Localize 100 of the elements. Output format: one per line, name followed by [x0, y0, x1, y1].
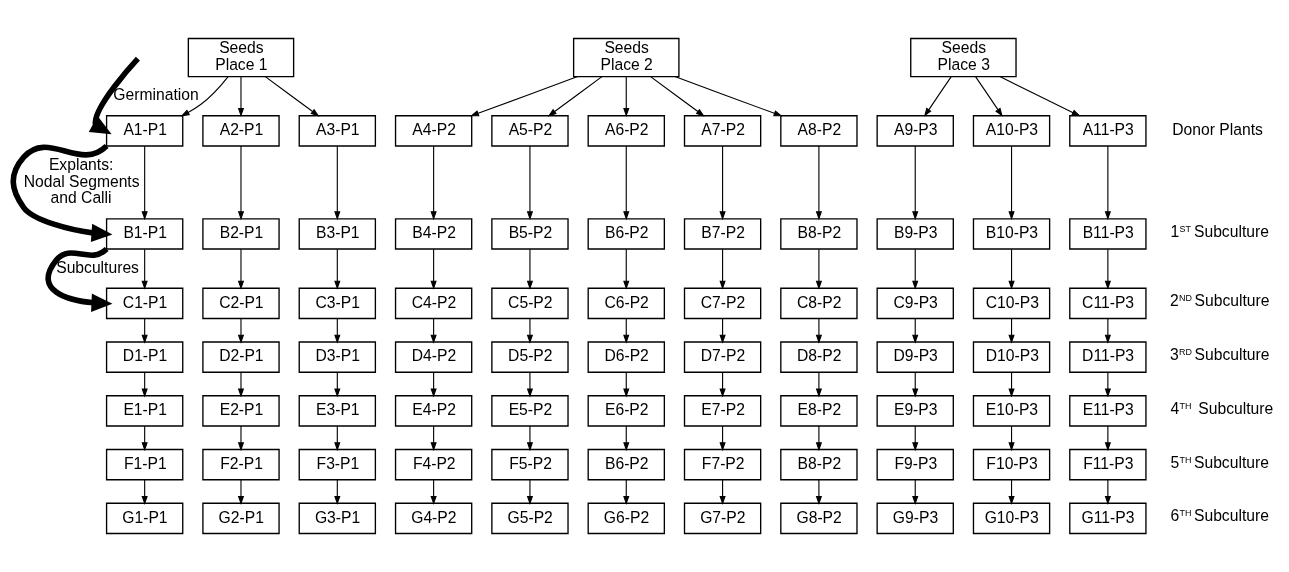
arrow: [1008, 145, 1015, 221]
node-box: Seeds Place 1: [187, 37, 295, 78]
arrow: [547, 76, 603, 117]
label: 2$^{ND}$ Subculture: [1170, 292, 1270, 310]
node-box: B6-P2: [587, 448, 665, 481]
node-box: C2-P1: [202, 287, 280, 320]
arrow: [912, 248, 919, 290]
node-box: B7-P2: [683, 218, 762, 250]
node-box: E9-P3: [876, 395, 954, 427]
node-box: C9-P3: [876, 287, 954, 320]
node-box: E3-P1: [298, 395, 377, 427]
arrow: [526, 479, 534, 505]
node-box: F11-P3: [1069, 448, 1147, 481]
node-box: D1-P1: [105, 341, 184, 373]
node-box: A5-P2: [491, 115, 569, 147]
node-box: B8-P2: [780, 218, 858, 250]
arrow: [1104, 479, 1111, 505]
arrow: [264, 76, 320, 117]
node-box: A1-P1: [105, 115, 184, 147]
arrow: [526, 145, 534, 221]
arrow: [1104, 371, 1111, 398]
node-box: C3-P1: [298, 287, 377, 320]
node-box: B5-P2: [491, 218, 569, 250]
node-box: B1-P1: [105, 218, 184, 250]
node-box: D7-P2: [683, 341, 762, 373]
arrow: [141, 145, 148, 221]
arrow: [1104, 145, 1111, 221]
label: 5$^{TH}$ Subculture: [1170, 453, 1269, 471]
arrow: [1104, 248, 1111, 290]
node-box: D11-P3: [1069, 341, 1147, 373]
arrow: [650, 76, 705, 117]
node-box: F7-P2: [683, 448, 762, 481]
arrow: [141, 248, 148, 290]
node-box: E2-P1: [202, 395, 280, 427]
node-box: E7-P2: [683, 395, 762, 427]
arrow: [45, 246, 113, 312]
node-box: F3-P1: [298, 448, 377, 481]
node-box: C11-P3: [1069, 287, 1147, 320]
node-box: D6-P2: [587, 341, 665, 373]
arrow: [526, 425, 534, 452]
node-box: B8-P2: [780, 448, 858, 481]
node-box: B9-P3: [876, 218, 954, 250]
label: 6$^{TH}$ Subculture: [1170, 507, 1269, 525]
node-box: G3-P1: [298, 502, 377, 535]
node-box: D5-P2: [491, 341, 569, 373]
node-box: A7-P2: [683, 115, 762, 147]
arrow: [237, 145, 245, 221]
node-box: A10-P3: [972, 115, 1051, 147]
edge-label: Germination: [113, 86, 199, 104]
arrow: [912, 145, 919, 221]
arrow: [815, 318, 823, 344]
node-box: F2-P1: [202, 448, 280, 481]
node-box: C6-P2: [587, 287, 665, 320]
node-box: G10-P3: [972, 502, 1051, 535]
arrow: [623, 76, 630, 118]
arrow: [623, 145, 630, 221]
node-box: D8-P2: [780, 341, 858, 373]
node-box: B10-P3: [972, 218, 1051, 250]
node-box: A4-P2: [394, 115, 473, 147]
arrow: [88, 56, 140, 135]
node-box: A11-P3: [1069, 115, 1147, 147]
node-box: E11-P3: [1069, 395, 1147, 427]
label: Donor Plants: [1172, 121, 1263, 139]
arrow: [999, 76, 1081, 117]
node-box: E6-P2: [587, 395, 665, 427]
arrow: [470, 76, 579, 117]
node-box: G6-P2: [587, 502, 665, 535]
arrow: [975, 76, 1003, 117]
arrow: [526, 371, 534, 398]
node-box: A9-P3: [876, 115, 954, 147]
node-box: C5-P2: [491, 287, 569, 320]
arrow: [10, 143, 113, 243]
node-box: G11-P3: [1069, 502, 1147, 535]
arrow: [623, 248, 630, 290]
node-box: C8-P2: [780, 287, 858, 320]
node-box: G1-P1: [105, 502, 184, 535]
label: 1$^{ST}$ Subculture: [1170, 222, 1269, 240]
node-box: E10-P3: [972, 395, 1051, 427]
node-box: G5-P2: [491, 502, 569, 535]
node-box: G7-P2: [683, 502, 762, 535]
arrow: [526, 318, 534, 344]
arrow: [237, 479, 245, 505]
arrow: [237, 76, 245, 118]
arrow: [237, 371, 245, 398]
arrow: [180, 76, 229, 117]
label: 4$^{TH}$ Subculture: [1170, 399, 1274, 417]
node-box: B3-P1: [298, 218, 377, 250]
arrow: [334, 248, 341, 290]
node-box: A6-P2: [587, 115, 665, 147]
node-box: E4-P2: [394, 395, 473, 427]
arrow: [815, 145, 823, 221]
arrow: [815, 479, 823, 505]
node-box: D10-P3: [972, 341, 1051, 373]
node-box: Seeds Place 2: [572, 37, 680, 78]
node-box: B4-P2: [394, 218, 473, 250]
edge-label: Explants: Nodal Segments and Calli: [23, 155, 140, 207]
node-box: F9-P3: [876, 448, 954, 481]
arrow: [237, 248, 245, 290]
node-box: D3-P1: [298, 341, 377, 373]
node-box: D9-P3: [876, 341, 954, 373]
